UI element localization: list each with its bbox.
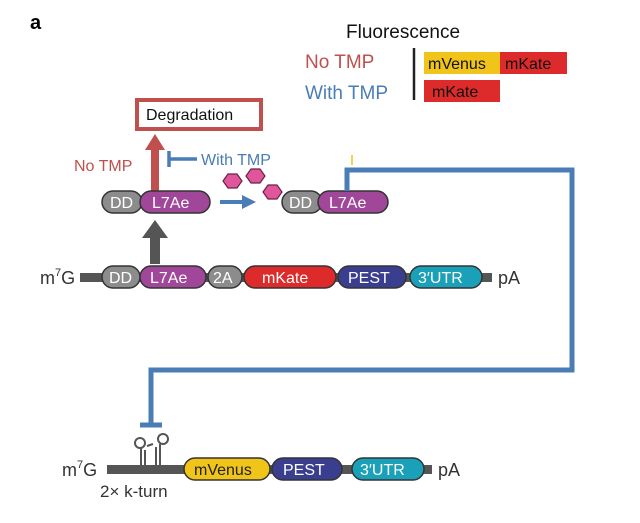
- construct-1-mkate-label: mKate: [262, 270, 308, 287]
- stabilized-l7ae-label: L7Ae: [329, 195, 366, 212]
- protein-l7ae-pill: [139, 190, 211, 214]
- construct-1-pest-label: PEST: [348, 270, 390, 287]
- with-tmp-label: With TMP: [201, 152, 271, 169]
- legend-mkate-with-tmp-label: mKate: [432, 84, 478, 101]
- construct-2-mvenus-label: mVenus: [194, 462, 252, 479]
- protein-dd-l7ae: DD L7Ae: [101, 190, 211, 214]
- legend-title: Fluorescence: [346, 22, 460, 43]
- legend-mkate-label: mKate: [505, 56, 551, 73]
- tmp-molecule-3: [262, 184, 283, 200]
- protein-dd-label: DD: [110, 195, 133, 212]
- construct-2-pest-label: PEST: [283, 462, 325, 479]
- legend-mvenus-swatch: [424, 52, 500, 74]
- legend-mkate-swatch: [500, 52, 567, 74]
- construct-1-pa: pA: [498, 268, 520, 288]
- construct-1-cap: m7G: [40, 267, 75, 288]
- construct-1-l7ae-pill: [139, 265, 207, 289]
- legend-no-tmp-label: No TMP: [305, 52, 374, 73]
- legend: Fluorescence No TMP With TMP mVenus mKat…: [305, 22, 567, 104]
- panel-label: a: [30, 12, 42, 34]
- kturn-label: 2× k-turn: [100, 482, 168, 501]
- tmp-molecule-1: [222, 173, 243, 189]
- no-tmp-arrow: [145, 134, 165, 192]
- construct-1-mkate-pill: [243, 265, 337, 289]
- construct-1-pest-pill: [337, 265, 407, 289]
- translation-arrow: [142, 220, 168, 264]
- construct-1-2a-pill: [207, 265, 243, 289]
- degradation-box: [135, 98, 263, 131]
- construct-1-l7ae-label: L7Ae: [150, 270, 187, 287]
- construct-2-utr-label: 3′UTR: [360, 462, 405, 479]
- construct-2-utr-pill: [351, 457, 425, 481]
- construct-1: m7G DD L7Ae 2A mKate PEST 3′UTR pA: [40, 265, 520, 289]
- stabilized-l7ae-pill: [317, 190, 389, 214]
- construct-2-mvenus-pill: [183, 457, 271, 481]
- tmp-molecules: [222, 168, 283, 200]
- construct-1-dd-label: DD: [109, 270, 132, 287]
- construct-2-pa: pA: [438, 460, 460, 480]
- with-tmp-inhibition: [167, 151, 197, 167]
- construct-2: m7G mVenus PEST 3′UTR pA 2× k-turn: [62, 433, 460, 501]
- no-tmp-arrow-label: No TMP: [74, 158, 132, 175]
- construct-1-2a-label: 2A: [213, 270, 233, 287]
- degradation-label: Degradation: [146, 107, 233, 124]
- stabilized-protein: DD L7Ae: [281, 190, 389, 214]
- tmp-molecule-2: [245, 168, 266, 184]
- repression-connector: [148, 167, 575, 425]
- legend-mvenus-label: mVenus: [428, 56, 486, 73]
- construct-1-utr-label: 3′UTR: [418, 270, 463, 287]
- stabilized-dd-label: DD: [289, 195, 312, 212]
- construct-2-pest-pill: [271, 457, 343, 481]
- legend-with-tmp-label: With TMP: [305, 83, 388, 104]
- legend-mkate-with-tmp-swatch: [424, 80, 500, 102]
- kturn-hairpins: [134, 433, 169, 465]
- tmp-binding-arrow: [220, 195, 256, 209]
- protein-l7ae-label: L7Ae: [152, 195, 189, 212]
- construct-2-cap: m7G: [62, 459, 97, 480]
- kturn-hairpin-1: [134, 437, 154, 465]
- construct-1-utr-pill: [409, 265, 483, 289]
- kturn-hairpin-2: [155, 433, 169, 465]
